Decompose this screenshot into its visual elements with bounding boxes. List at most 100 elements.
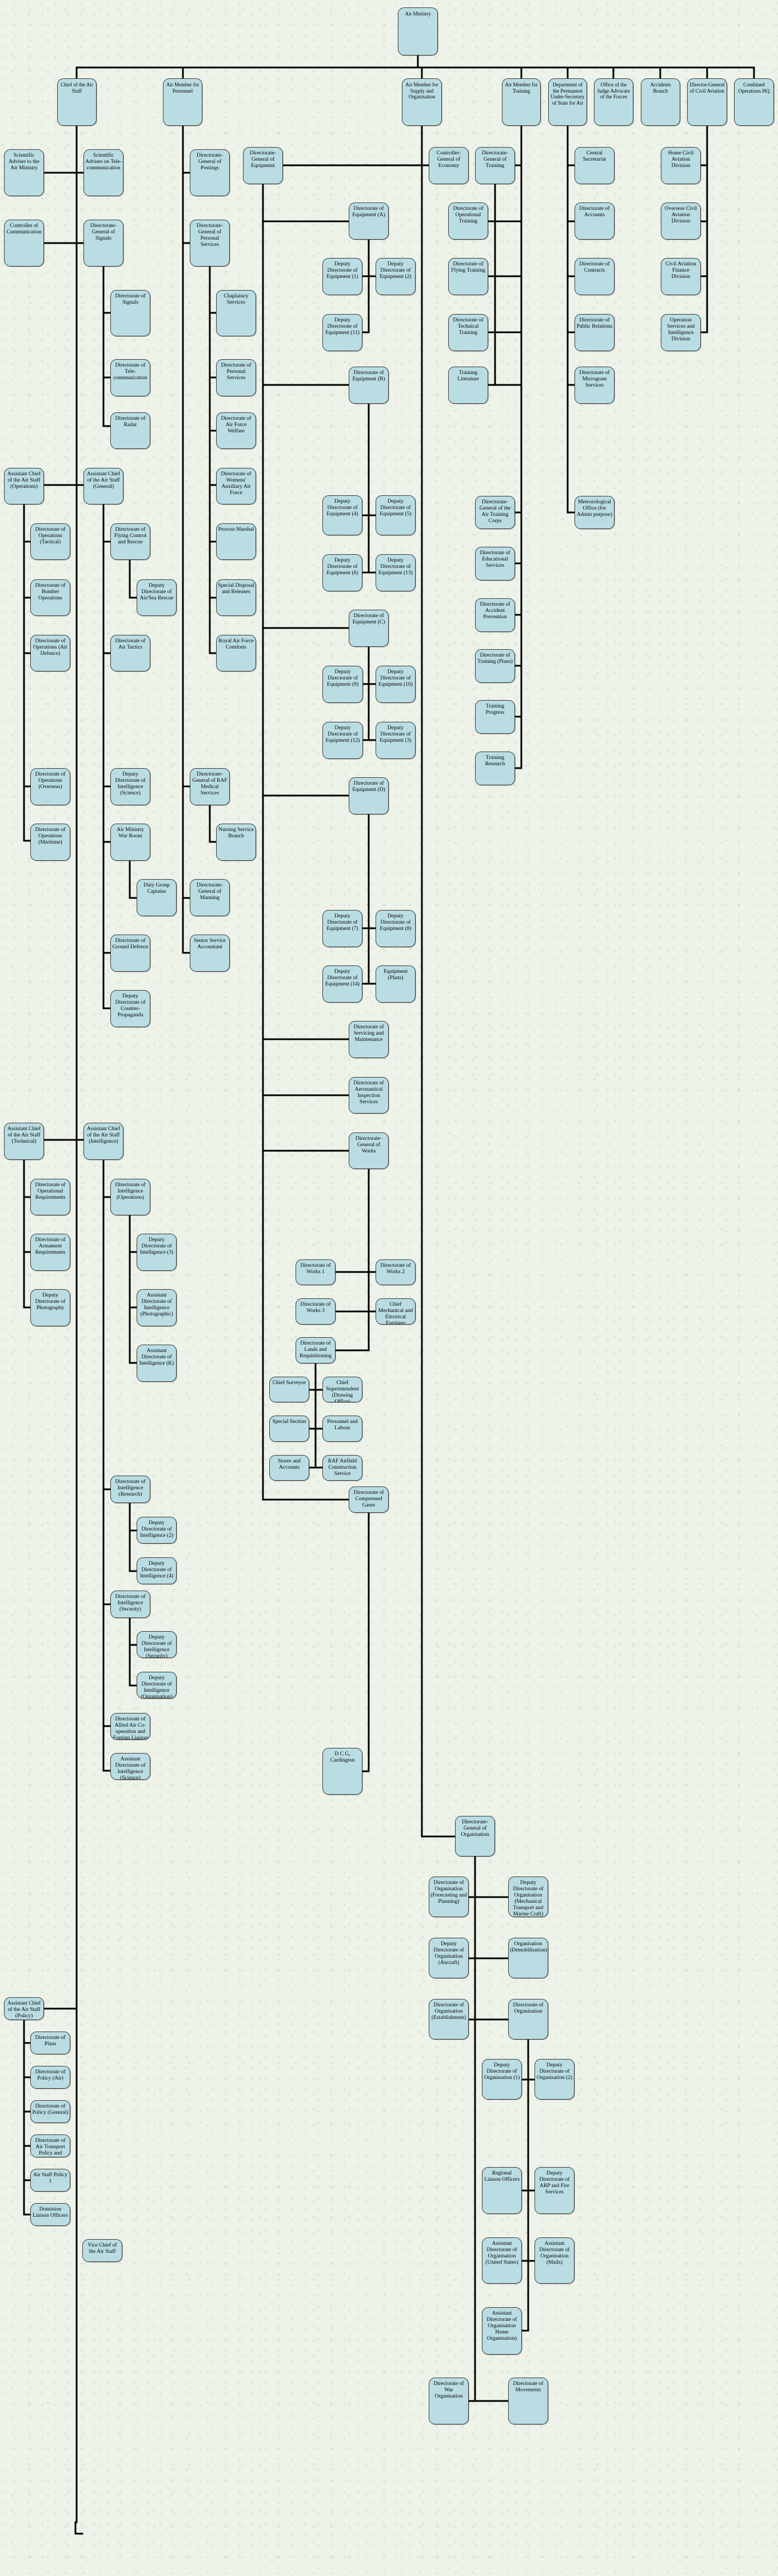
org-node-acas-gen[interactable]: Assistant Chief of the Air Staff (Genera…	[83, 468, 123, 504]
org-node-dir-war-org[interactable]: Directorate of War Organisation	[429, 2378, 469, 2424]
org-node-dir-compressed-gases[interactable]: Directorate of Compressed Gases	[349, 1486, 389, 1513]
org-node-dir-air-tactics[interactable]: Directorate of Air Tactics	[110, 635, 150, 671]
org-node-dir-servicing[interactable]: Directorate of Servicing and Maintenance	[349, 1021, 389, 1058]
org-node-dir-ops-airdef[interactable]: Directorate of Operations (Air Defence)	[30, 635, 70, 671]
org-node-dir-tech-training[interactable]: Directorate of Technical Training	[448, 314, 488, 351]
org-node-dd-intel-2[interactable]: Deputy Directorate of Intelligence (2)	[137, 1517, 177, 1544]
org-node-chief-air-staff[interactable]: Chief of the Air Staff	[57, 78, 97, 126]
org-node-dir-equip-c[interactable]: Directorate of Equipment (C)	[349, 610, 389, 647]
org-node-dir-lands[interactable]: Directorate of Lands and Requisitioning	[296, 1337, 336, 1363]
org-node-dir-op-req[interactable]: Directorate of Operational Requirements	[30, 1179, 70, 1215]
org-node-dir-policy-gen[interactable]: Directorate of Policy (General)	[30, 2100, 70, 2123]
org-node-raf-comforts[interactable]: Royal Air Force Comforts	[216, 635, 256, 671]
org-node-stores-accounts[interactable]: Stores and Accounts	[269, 1455, 309, 1481]
org-node-overseas-civil[interactable]: Overseas Civil Aviation Division	[661, 202, 701, 240]
org-node-dg-signals[interactable]: Directorate-General of Signals	[83, 220, 123, 267]
org-node-dir-works-2[interactable]: Directorate of Works 2	[376, 1259, 416, 1285]
org-node-acas-ops[interactable]: Assistant Chief of the Air Staff (Operat…	[4, 468, 44, 504]
org-node-special-disposal[interactable]: Special Disposal and Releases	[216, 579, 256, 616]
org-node-dir-equip-d[interactable]: Directorate of Equipment (D)	[349, 777, 389, 814]
org-node-dg-atc[interactable]: Directorate-General of the Air Training …	[475, 496, 515, 529]
org-node-dir-equip-a[interactable]: Directorate of Equipment (A)	[349, 202, 389, 240]
org-node-ad-intel-photo[interactable]: Assistant Directorate of Intelligence (P…	[137, 1289, 177, 1326]
org-node-dir-flying-control[interactable]: Directorate of Flying Control and Rescue	[110, 523, 150, 560]
org-node-ddeq-6[interactable]: Deputy Directorate of Equipment (6)	[322, 554, 362, 591]
org-node-dg-manning[interactable]: Directorate-General of Manning	[190, 879, 230, 916]
org-node-dir-microgram[interactable]: Directorate of Microgram Services	[574, 367, 615, 404]
org-node-dir-ops-tactical[interactable]: Directorate of Operations (Tactical)	[30, 523, 70, 560]
org-node-training-progress[interactable]: Training Progress	[475, 700, 515, 734]
org-node-ddeq-8[interactable]: Deputy Directorate of Equipment (8)	[376, 910, 416, 947]
org-node-amp[interactable]: Air Member for Personnel	[163, 78, 202, 126]
org-node-dir-af-welfare[interactable]: Directorate of Air Force Welfare	[216, 412, 256, 449]
org-node-dominion-liaison[interactable]: Dominion Liaison Officers	[30, 2203, 70, 2226]
org-node-personnel-labour[interactable]: Personnel and Labour	[322, 1416, 362, 1442]
org-node-chief-supt-drawing[interactable]: Chief Superintendent (Drawing Office)	[322, 1377, 362, 1402]
org-node-ddeq-2[interactable]: Deputy Directorate of Equipment (2)	[376, 258, 416, 295]
org-node-dd-org-2[interactable]: Deputy Directorate of Organisation (2)	[534, 2059, 574, 2100]
org-node-ddeq-3[interactable]: Deputy Directorate of Equipment (3)	[376, 722, 416, 759]
org-node-dir-equip-b[interactable]: Directorate of Equipment (B)	[349, 367, 389, 404]
org-node-training-lit[interactable]: Training Literature	[448, 367, 488, 404]
org-node-org-demob[interactable]: Organisation (Demobilisation)	[508, 1938, 548, 1978]
org-node-dir-works-3[interactable]: Directorate of Works 3	[296, 1298, 336, 1325]
org-node-op-services-intel[interactable]: Operation Services and Intelligence Divi…	[661, 314, 701, 351]
org-node-ad-org-home[interactable]: Assistant Directorate of Organisation Ho…	[482, 2307, 522, 2355]
org-node-ddeq-5[interactable]: Deputy Directorate of Equipment (5)	[376, 495, 416, 535]
org-node-dg-personal[interactable]: Directorate-General of Personal Services	[190, 220, 230, 267]
org-node-amt[interactable]: Air Member for Training	[502, 78, 541, 126]
org-node-dd-intel-4[interactable]: Deputy Directorate of Intelligence (4)	[137, 1557, 177, 1584]
org-node-regional-liaison[interactable]: Regional Liaison Officers	[482, 2167, 522, 2214]
org-node-judge[interactable]: Office of the Judge Advocate of the Forc…	[594, 78, 633, 126]
org-node-dg-postings[interactable]: Directorate-General of Postings	[190, 149, 230, 196]
org-node-acas-tech[interactable]: Assistant Chief of the Air Staff (Techni…	[4, 1123, 44, 1160]
org-node-ddeq-9[interactable]: Deputy Directorate of Equipment (9)	[322, 666, 363, 703]
org-node-dd-intel-security[interactable]: Deputy Directorate of Intelligence (Secu…	[137, 1631, 177, 1658]
org-node-dd-intel-org[interactable]: Deputy Directorate of Intelligence (Orga…	[137, 1672, 177, 1699]
org-node-met-office[interactable]: Meteorological Office (for Admin purpose…	[574, 496, 615, 529]
org-node-chief-mech-elec[interactable]: Chief Mechanical and Electrical Engineer	[376, 1298, 416, 1325]
org-node-dir-ground-def[interactable]: Directorate of Ground Defence	[110, 935, 150, 972]
org-node-dd-intel-3[interactable]: Deputy Directorate of Intelligence (3)	[137, 1234, 177, 1271]
org-node-dir-org-estab[interactable]: Directorate of Organisation (Establishme…	[429, 1999, 469, 2040]
org-node-dir-contracts[interactable]: Directorate of Contracts	[574, 258, 615, 295]
org-node-dg-organisation[interactable]: Directorate-General of Organisation	[455, 1816, 495, 1857]
org-node-dg-equipment[interactable]: Directorate-General of Equipment	[243, 147, 283, 184]
org-node-ddeq-14[interactable]: Deputy Directorate of Equipment (14)	[322, 965, 362, 1003]
org-node-dir-org[interactable]: Directorate of Organisation	[508, 1999, 548, 2040]
org-node-dd-airsea[interactable]: Deputy Directorate of Air/Sea Rescue	[137, 579, 177, 616]
org-node-vcas[interactable]: Vice Chief of the Air Staff	[82, 2239, 122, 2262]
org-node-dir-movements[interactable]: Directorate of Movements	[508, 2378, 548, 2424]
org-node-sci-adv-tele[interactable]: Scientific Adviser on Tele-communication	[83, 149, 123, 196]
org-node-ddeq-4[interactable]: Deputy Directorate of Equipment (4)	[322, 495, 362, 535]
org-node-chief-surveyor[interactable]: Chief Surveyor	[269, 1377, 309, 1402]
org-node-ddeq-12[interactable]: Deputy Directorate of Equipment (12)	[322, 722, 363, 759]
org-node-dir-intel-ops[interactable]: Directorate of Intelligence (Operations)	[110, 1179, 150, 1215]
org-node-cohq[interactable]: Combined Operations HQ	[734, 78, 774, 126]
org-node-dir-tele[interactable]: Directorate of Tele-communication	[110, 359, 150, 396]
org-node-dd-org-arp[interactable]: Deputy Directorate of ARP and Fire Servi…	[534, 2167, 574, 2214]
org-node-dir-works-1[interactable]: Directorate of Works 1	[296, 1259, 336, 1285]
org-node-training-research[interactable]: Training Research	[475, 752, 515, 785]
org-node-dir-air-transport[interactable]: Directorate of Air Transport Policy and …	[30, 2134, 70, 2157]
org-node-dir-aero-insp[interactable]: Directorate of Aeronautical Inspection S…	[349, 1077, 389, 1114]
org-node-civil-finance[interactable]: Civil Aviation Finance Division	[661, 258, 701, 295]
org-node-acas-policy[interactable]: Assistant Chief of the Air Staff (Policy…	[4, 1997, 44, 2020]
org-node-dir-org-forecast[interactable]: Directorate of Organisation (Forecasting…	[429, 1877, 469, 1917]
org-node-ad-intel-science[interactable]: Assistant Directorate of Intelligence (S…	[110, 1753, 150, 1780]
org-node-dd-org-aircraft[interactable]: Deputy Directorate of Organisation (Airc…	[429, 1938, 469, 1978]
org-node-dir-arm-req[interactable]: Directorate of Armament Requirements	[30, 1234, 70, 1271]
org-node-ddeq-7[interactable]: Deputy Directorate of Equipment (7)	[322, 910, 362, 947]
org-node-dg-raf-medical[interactable]: Directorate-General of RAF Medical Servi…	[190, 768, 230, 805]
org-node-accidents[interactable]: Accidents Branch	[641, 78, 680, 126]
org-node-dd-intel-science[interactable]: Deputy Directorate of Intelligence (Scie…	[110, 768, 150, 805]
org-node-am-war-room[interactable]: Air Ministry War Room	[110, 824, 150, 861]
org-node-air-staff-policy[interactable]: Air Staff Policy 1	[30, 2169, 70, 2192]
org-node-provost[interactable]: Provost Marshal	[216, 523, 256, 560]
org-node-acas-intel[interactable]: Assistant Chief of the Air Staff (Intell…	[83, 1123, 123, 1160]
org-node-ctrl-comms[interactable]: Controller of Communication	[4, 220, 44, 267]
org-node-pus[interactable]: Department of the Permanent Under-Secret…	[548, 78, 587, 126]
org-node-duty-group-captains[interactable]: Duty Group Captains	[137, 879, 177, 916]
org-node-dir-bomber[interactable]: Directorate of Bomber Operations	[30, 579, 70, 616]
org-node-ddeq-10[interactable]: Deputy Directorate of Equipment (10)	[376, 666, 416, 703]
